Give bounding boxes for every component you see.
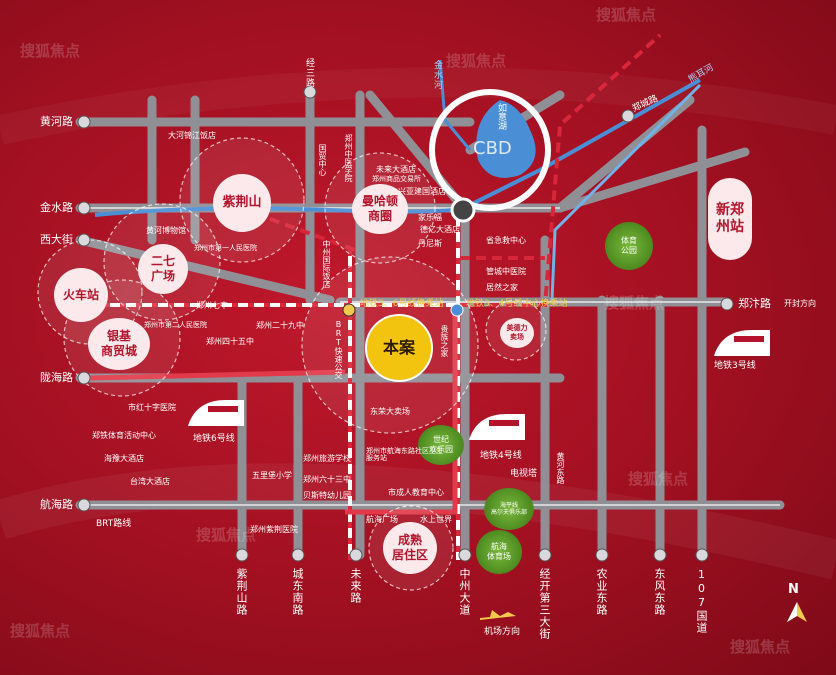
road-longhai: 陇海路	[40, 371, 73, 384]
train-icon-line3	[714, 330, 770, 356]
metro-line-4: 地铁4号线	[480, 451, 522, 461]
poi-zhengtie: 郑铁体育活动中心	[92, 431, 156, 440]
district-chengshu[interactable]: 成熟 居住区	[383, 522, 437, 574]
river-jinshui: 金水河	[432, 60, 442, 90]
poi-wulibao: 五里堡小学	[252, 471, 292, 480]
district-huochezhan[interactable]: 火车站	[54, 268, 108, 322]
road-chengdongnan: 城东南路	[291, 568, 304, 616]
poi-deyi: 德亿大酒店	[420, 225, 460, 234]
watermark: 搜狐焦点	[730, 638, 791, 656]
poi-tourism-school: 郑州旅游学校	[303, 454, 351, 463]
brt-vertical: BRT快速公交	[334, 320, 343, 379]
district-erqi[interactable]: 二七 广场	[138, 244, 188, 294]
brt-route: BRT路线	[96, 519, 132, 529]
huanghe-east-road: 黄河东路	[556, 452, 565, 484]
road-xidajie: 西大街	[40, 233, 73, 246]
airport-direction: 机场方向	[484, 627, 521, 637]
road-hanghai: 航海路	[40, 498, 73, 511]
watermark: 搜狐焦点	[604, 294, 665, 312]
poi-zijing-hospital: 郑州紫荆医院	[250, 525, 298, 534]
district-xinzhengzhou[interactable]: 新郑 州站	[708, 178, 752, 260]
poi-exchange: 郑州商品交易所	[372, 175, 421, 183]
road-weilai: 未来路	[349, 568, 362, 604]
road-jinshui: 金水路	[40, 201, 73, 214]
kaifeng-direction: 开封方向	[784, 299, 816, 308]
poi-hospital-2: 郑州市第二人民医院	[144, 321, 207, 329]
train-icon-line4	[469, 414, 525, 440]
train-icon-line6	[188, 400, 244, 426]
poi-xingya: 兴亚建国酒店	[398, 187, 446, 196]
road-zhongzhou: 中州大道	[458, 568, 471, 616]
poi-no7-school: 郑州七中	[196, 301, 228, 310]
watermark: 搜狐焦点	[596, 6, 657, 24]
poi-adult-edu: 市成人教育中心	[388, 488, 444, 497]
metro-34-transfer: 地铁3、4号线中心换乘站	[466, 299, 568, 309]
cbd-label: CBD	[473, 138, 512, 159]
district-yinji[interactable]: 银基 商贸城	[88, 318, 150, 370]
poi-no29: 郑州二十九中	[256, 321, 304, 330]
road-huanghe: 黄河路	[40, 115, 73, 128]
watermark: 搜狐焦点	[20, 42, 81, 60]
tv-tower: 电视塔	[510, 469, 538, 479]
poi-carrefour: 家乐福	[418, 213, 442, 222]
compass-arrow-icon	[787, 602, 807, 622]
metro-line-3: 地铁3号线	[714, 361, 756, 371]
poi-no63: 郑州六十三中	[303, 475, 351, 484]
district-manhadun[interactable]: 曼哈顿 商圈	[352, 184, 408, 234]
poi-taiwan: 台湾大酒店	[130, 477, 170, 486]
poi-dahe: 大河锦江饭店	[168, 131, 216, 140]
road-107: 107国道	[695, 568, 708, 634]
poi-emergency: 省急救中心	[486, 236, 526, 245]
green-hanghai[interactable]: 航海 体育场	[476, 530, 522, 574]
road-jingkai3: 经开第三大街	[538, 568, 551, 640]
poi-no45: 郑州四十五中	[206, 337, 254, 346]
project-marker[interactable]: 本案	[365, 314, 433, 382]
watermark: 搜狐焦点	[196, 526, 257, 544]
poi-guizu: 贵族之家	[440, 325, 449, 357]
airplane-icon	[480, 610, 516, 620]
road-nongye: 农业东路	[595, 568, 608, 616]
poi-haiyu: 海豫大酒店	[104, 454, 144, 463]
poi-tcm-college: 郑州中医学院	[344, 134, 353, 182]
poi-zhongzhou-intl: 中州国际饭店	[322, 240, 331, 288]
poi-water-world: 水上世界	[420, 515, 452, 524]
poi-hanghai-square: 航海广场	[366, 515, 398, 524]
poi-huanghe-museum: 黄河博物馆	[146, 226, 186, 235]
road-dongfeng: 东风东路	[653, 568, 666, 616]
road-jingsan: 经三路	[304, 58, 314, 88]
road-zijingshan: 紫荆山路	[235, 568, 248, 616]
poi-redcross: 市红十字医院	[128, 403, 176, 412]
poi-best-kg: 贝斯特幼儿园	[303, 491, 351, 500]
poi-weilai-hotel: 未来大酒店	[376, 165, 416, 174]
watermark: 搜狐焦点	[446, 52, 507, 70]
watermark: 搜狐焦点	[10, 622, 71, 640]
green-shiji[interactable]: 世纪 欢乐园	[418, 425, 464, 465]
poi-guancheng: 管城中医院	[486, 267, 526, 276]
poi-dongrong: 东荣大卖场	[370, 407, 410, 416]
district-zijingshan[interactable]: 紫荆山	[213, 174, 271, 232]
green-haiping[interactable]: 海平线 高尔夫俱乐部	[484, 488, 534, 530]
poi-community-health: 郑州市航海东路社区卫生服务站	[366, 447, 443, 462]
poi-guomao: 国贸中心	[318, 144, 327, 176]
poi-hospital-1: 郑州市第一人民医院	[194, 244, 257, 252]
store-meideli[interactable]: 美德力 卖场	[500, 318, 534, 348]
road-zhengbian: 郑汴路	[738, 297, 771, 310]
compass-n: N	[788, 582, 799, 597]
metro-36-transfer: 地铁3、6号线换乘站	[360, 299, 444, 309]
green-tiyu[interactable]: 体育 公园	[605, 222, 653, 270]
poi-jurandz: 居然之家	[486, 283, 518, 292]
watermark: 搜狐焦点	[628, 470, 689, 488]
lake-label: 如意湖	[496, 103, 506, 130]
poi-dennis: 丹尼斯	[418, 239, 442, 248]
metro-line-6: 地铁6号线	[193, 434, 235, 444]
